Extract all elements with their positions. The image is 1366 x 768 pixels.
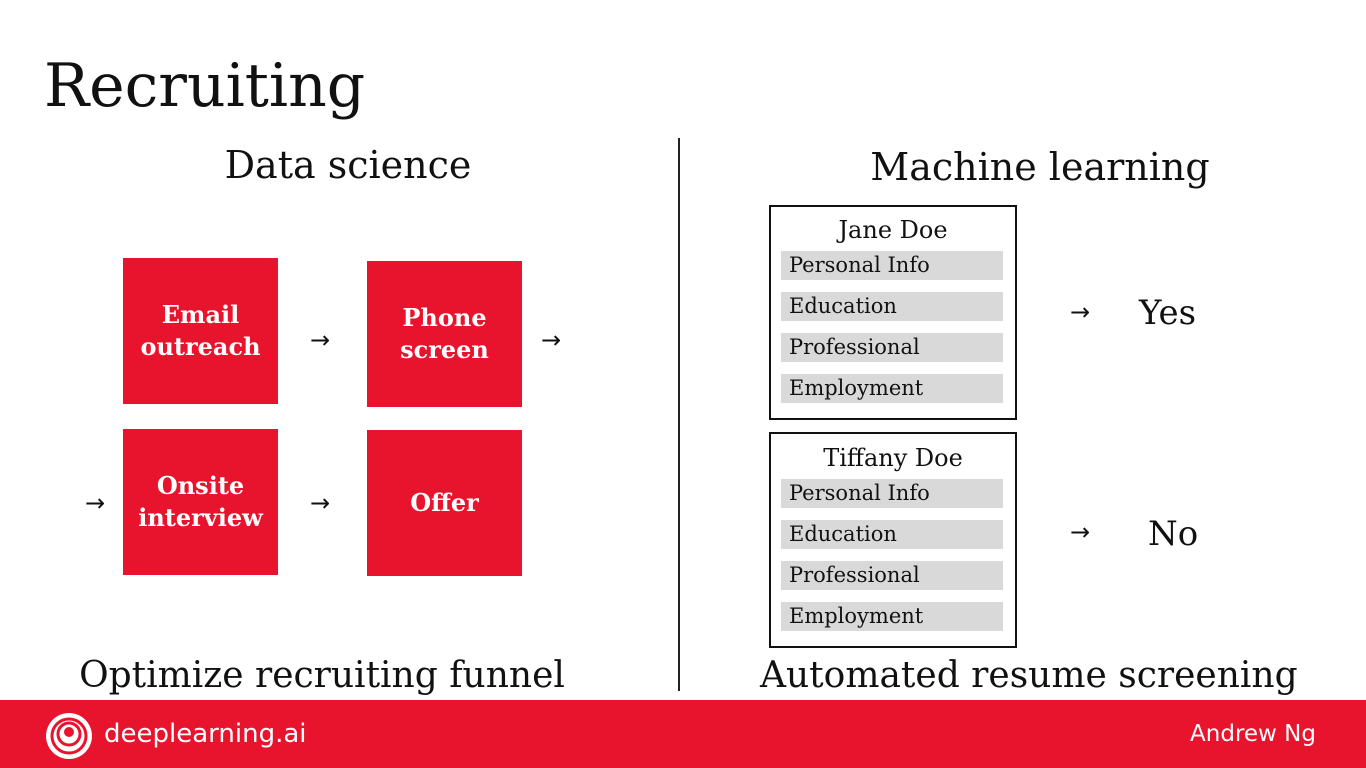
funnel-step-label: Offer	[410, 488, 479, 517]
resume-field-employment: Employment	[781, 602, 1003, 631]
data-science-caption: Optimize recruiting funnel	[79, 655, 565, 696]
author-name: Andrew Ng	[1190, 721, 1316, 747]
arrow-right-icon: →	[541, 326, 562, 354]
arrow-right-icon: →	[310, 489, 331, 517]
funnel-step-label: Onsite interview	[138, 471, 263, 532]
data-science-heading: Data science	[224, 143, 472, 187]
funnel-step-offer: Offer	[367, 430, 522, 576]
screening-result-yes: Yes	[1139, 293, 1197, 333]
funnel-step-email-outreach: Email outreach	[123, 258, 278, 404]
resume-field-education: Education	[781, 520, 1003, 549]
deeplearning-logo-icon	[46, 713, 92, 759]
resume-field-professional: Professional	[781, 561, 1003, 590]
arrow-right-icon: →	[1070, 518, 1091, 546]
slide: Recruiting Data science Email outreach →…	[44, 51, 1298, 696]
resume-field-professional: Professional	[781, 333, 1003, 362]
resume-field-personal-info: Personal Info	[781, 479, 1003, 508]
resume-card-jane-doe: Jane Doe Personal Info Education Profess…	[769, 205, 1017, 420]
funnel-step-phone-screen: Phone screen	[367, 261, 522, 407]
resume-card-tiffany-doe: Tiffany Doe Personal Info Education Prof…	[769, 432, 1017, 648]
arrow-right-icon: →	[1070, 298, 1091, 326]
arrow-right-icon: →	[310, 326, 331, 354]
slide-title: Recruiting	[44, 51, 366, 121]
funnel-step-label: Email outreach	[140, 300, 261, 361]
machine-learning-heading: Machine learning	[870, 145, 1210, 189]
arrow-right-icon: →	[85, 489, 106, 517]
resume-field-personal-info: Personal Info	[781, 251, 1003, 280]
resume-name: Tiffany Doe	[823, 444, 963, 472]
resume-name: Jane Doe	[838, 216, 948, 244]
funnel-step-label: Phone screen	[400, 303, 489, 364]
screening-result-no: No	[1148, 514, 1199, 554]
brand-name: deeplearning.ai	[104, 719, 307, 749]
funnel-step-onsite-interview: Onsite interview	[123, 429, 278, 575]
column-divider	[678, 138, 680, 691]
footer-bar: deeplearning.ai Andrew Ng	[0, 700, 1366, 768]
machine-learning-caption: Automated resume screening	[760, 655, 1298, 696]
resume-field-education: Education	[781, 292, 1003, 321]
resume-field-employment: Employment	[781, 374, 1003, 403]
